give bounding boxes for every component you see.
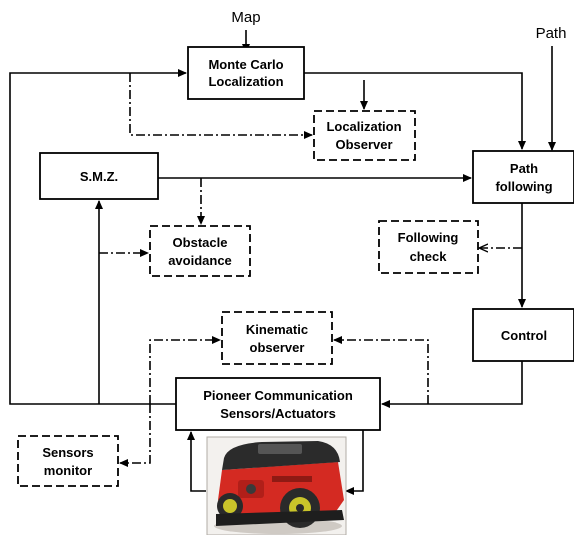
block-label-line: Localization — [326, 119, 401, 134]
block-label-line: S.M.Z. — [80, 169, 118, 184]
control-to-kinematic-observer-dashdot — [333, 336, 429, 404]
kinematic-observer-block: Kinematic observer — [221, 311, 333, 365]
block-label-line: avoidance — [168, 253, 232, 268]
block-label-line: Sensors — [42, 445, 93, 460]
block-label-line: Monte Carlo — [208, 57, 283, 72]
block-label-line: Pioneer Communication — [203, 388, 353, 403]
block-label-line: Kinematic — [246, 322, 308, 337]
pioneer-to-robot-arrow — [345, 430, 364, 495]
pioneer-robot-image — [206, 436, 347, 535]
block-label-line: Following — [398, 230, 459, 245]
monte-carlo-to-path-following-arrow — [304, 72, 526, 150]
block-label-line: Path — [510, 161, 538, 176]
block-label-line: observer — [250, 340, 305, 355]
block-label-line: monitor — [44, 463, 92, 478]
block-label-line: Sensors/Actuators — [220, 406, 336, 421]
block-label-line: check — [410, 249, 448, 264]
smz-block: S.M.Z. — [39, 152, 159, 200]
block-label-line: following — [495, 179, 552, 194]
control-to-pioneer-arrow — [381, 361, 523, 408]
pioneer-to-monte-carlo-arrow — [9, 69, 187, 405]
pioneer-to-sensors-monitor-dashdot — [119, 404, 151, 467]
block-label-line: Localization — [208, 74, 283, 89]
block-label-line: Observer — [335, 137, 392, 152]
pioneer-to-kinematic-observer-dashdot — [149, 336, 221, 404]
mcl-to-localization-observer-dashdot — [129, 73, 313, 139]
localization-observer-block: Localization Observer — [313, 110, 416, 161]
block-label-line: Obstacle — [173, 235, 228, 250]
robot-to-pioneer-arrow — [187, 431, 206, 492]
path-following-block: Path following — [472, 150, 574, 204]
map-input-label: Map — [231, 9, 260, 26]
block-label-line: Control — [501, 328, 547, 343]
following-check-block: Following check — [378, 220, 479, 274]
pioneer-communication-block: Pioneer Communication Sensors/Actuators — [175, 377, 381, 431]
path-input-label: Path — [536, 25, 567, 42]
obstacle-avoidance-block: Obstacle avoidance — [149, 225, 251, 277]
control-block: Control — [472, 308, 574, 362]
monte-carlo-localization-block: Monte Carlo Localization — [187, 46, 305, 100]
sensors-monitor-block: Sensors monitor — [17, 435, 119, 487]
